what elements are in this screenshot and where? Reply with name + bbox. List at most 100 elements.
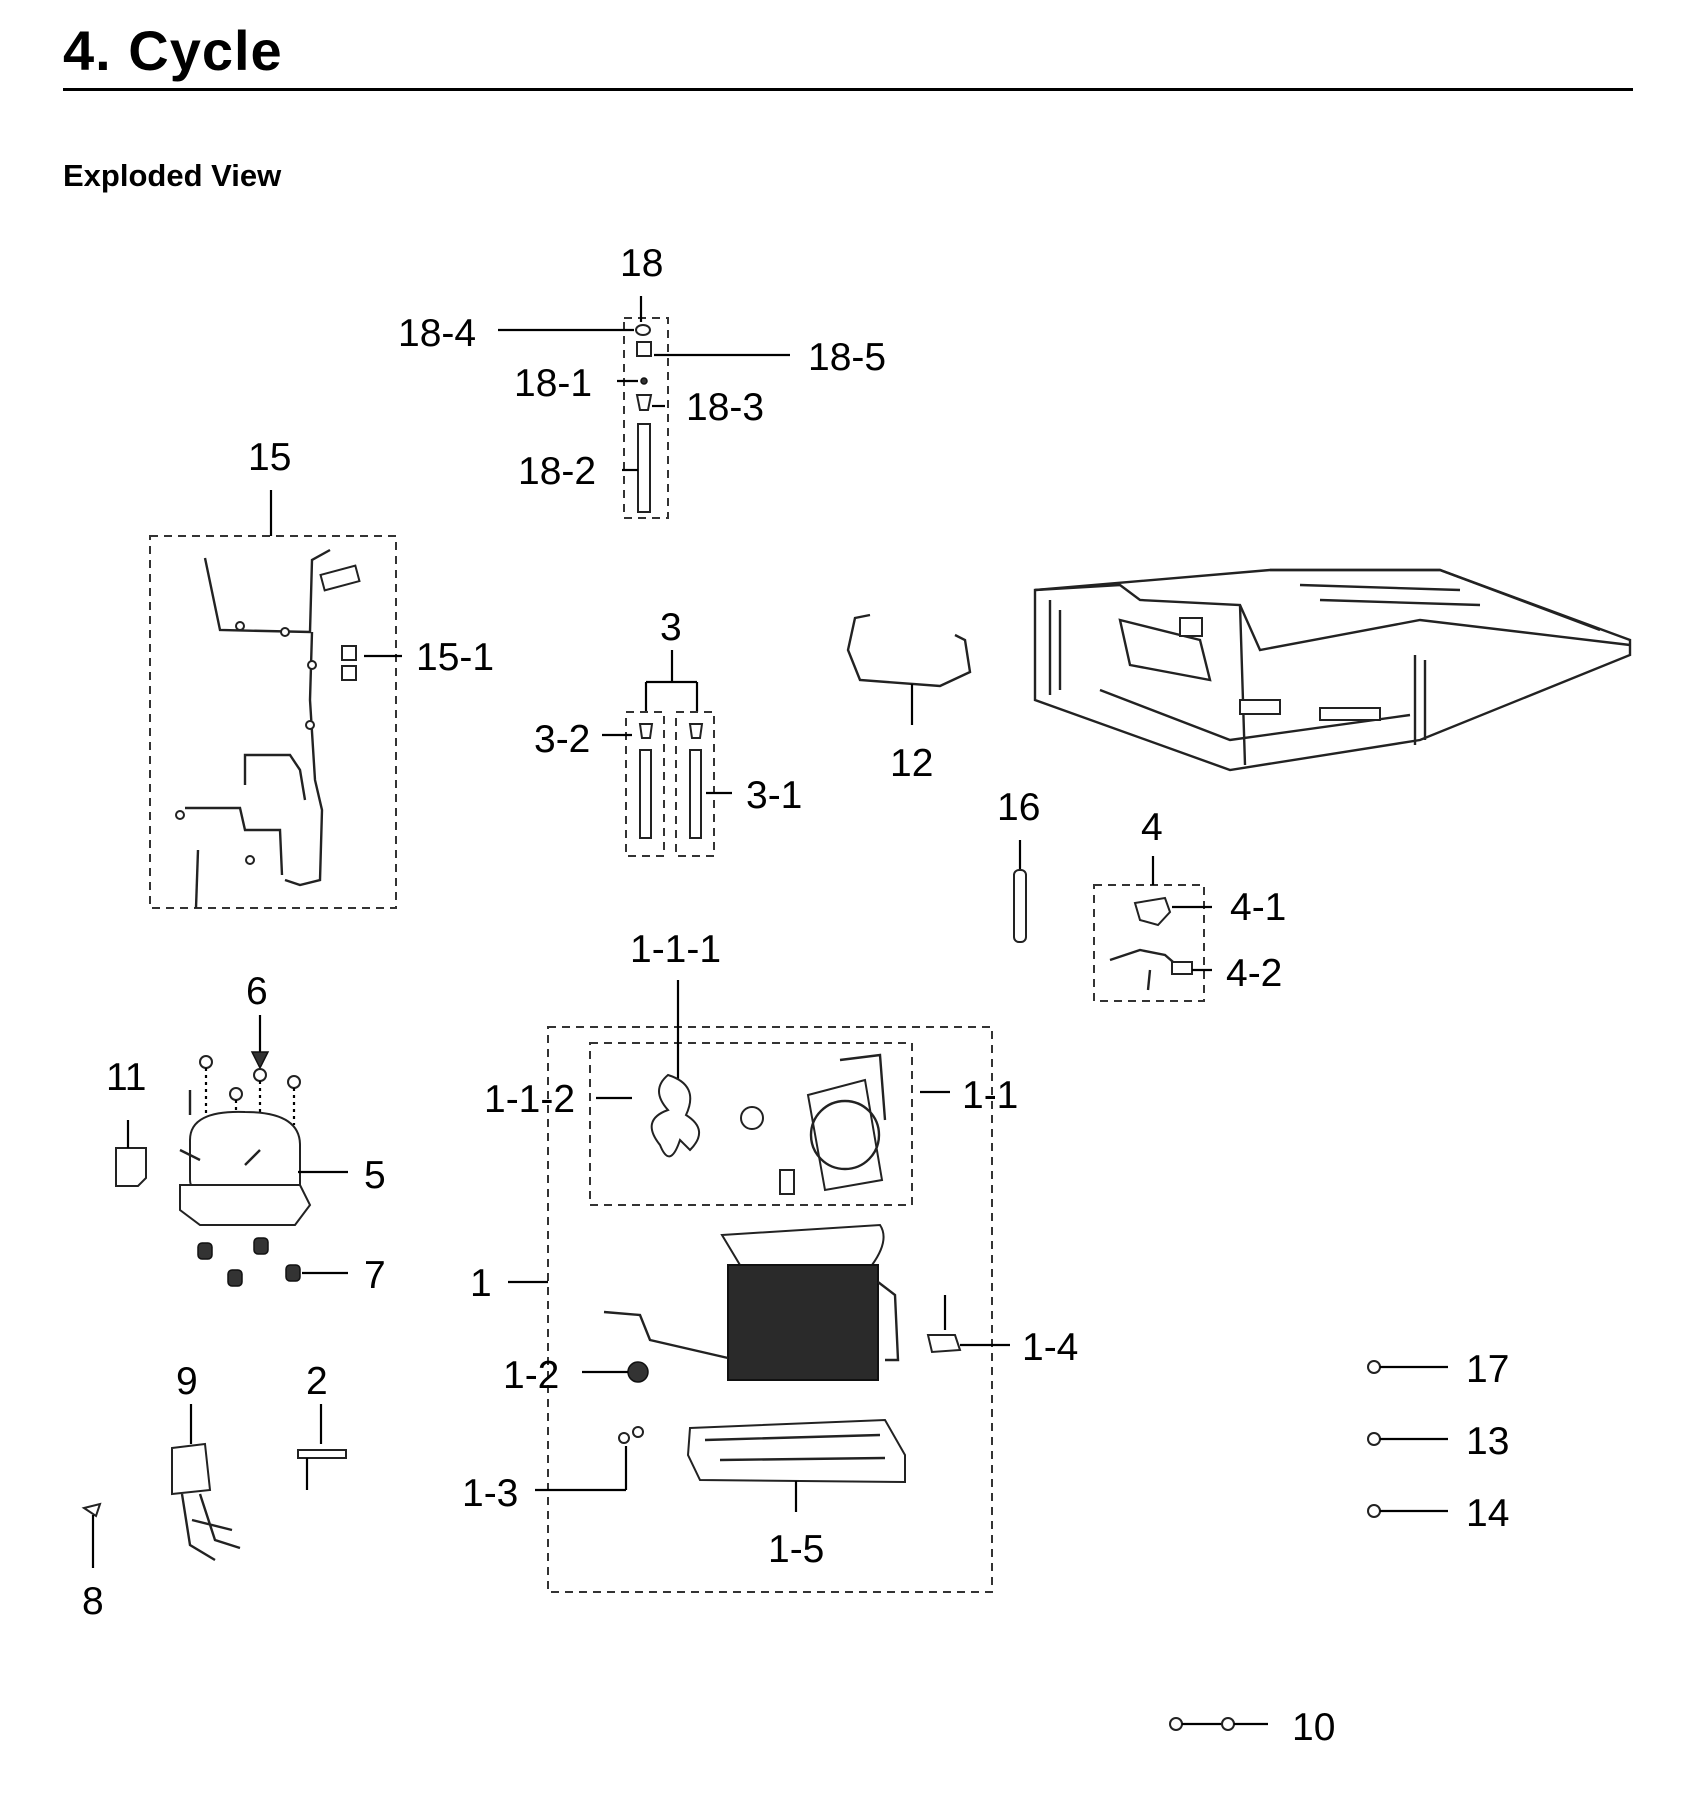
part-14-washer xyxy=(1367,1504,1381,1518)
part-condenser-top xyxy=(720,1223,885,1266)
part-9-valve-body xyxy=(171,1442,212,1496)
group-18-outline xyxy=(623,317,669,519)
part-3-1-fitting xyxy=(688,723,704,739)
callout-18: 18 xyxy=(620,242,663,285)
callout-3-2: 3-2 xyxy=(534,718,590,761)
part-2: 2 xyxy=(297,1360,347,1490)
frame-rails xyxy=(1270,568,1601,632)
callout-15: 15 xyxy=(248,436,291,479)
part-1-3-screw-b xyxy=(632,1426,644,1438)
page-title: 4. Cycle xyxy=(63,19,283,82)
part-10-end-b xyxy=(1221,1717,1235,1731)
part-4-2-connector xyxy=(1171,961,1193,975)
callout-9: 9 xyxy=(176,1360,198,1403)
callout-1-4: 1-4 xyxy=(1022,1326,1078,1369)
part-15-pipe-tail xyxy=(194,849,200,909)
callout-4: 4 xyxy=(1141,806,1163,849)
part-4-2-wire xyxy=(1109,948,1181,991)
part-15-1-clip-b xyxy=(341,665,357,681)
part-condenser-side xyxy=(877,1281,900,1362)
frame-side-posts xyxy=(1048,600,1427,745)
callout-1-1: 1-1 xyxy=(962,1074,1018,1117)
part-3-2-fitting xyxy=(638,723,654,739)
part-15-pipe-lower xyxy=(243,753,307,801)
callout-18-5: 18-5 xyxy=(808,336,886,379)
callout-15-1: 15-1 xyxy=(416,636,494,679)
part-17-washer xyxy=(1367,1360,1381,1374)
callout-3-1: 3-1 xyxy=(746,774,802,817)
callout-6: 6 xyxy=(246,970,268,1013)
callout-4-2: 4-2 xyxy=(1226,952,1282,995)
part-2-pipe-clip xyxy=(297,1449,347,1459)
part-1-5-tray-detail xyxy=(704,1433,886,1462)
part-9: 9 xyxy=(171,1360,241,1562)
part-group-compressor: 6 11 5 7 xyxy=(106,970,386,1297)
callout-1-2: 1-2 xyxy=(503,1354,559,1397)
part-7-grommets xyxy=(197,1237,301,1287)
group-4-outline xyxy=(1093,884,1205,1002)
group-1-1-outline xyxy=(589,1042,913,1206)
section-subtitle: Exploded View xyxy=(63,158,282,193)
part-1-3-screw-a xyxy=(618,1432,630,1444)
callout-14: 14 xyxy=(1466,1492,1509,1535)
part-13: 13 xyxy=(1367,1420,1509,1463)
callout-1-3: 1-3 xyxy=(462,1472,518,1515)
part-3-2-tube xyxy=(639,749,652,839)
part-group-3: 3 3-2 3-1 xyxy=(534,606,802,857)
callout-18-2: 18-2 xyxy=(518,450,596,493)
group-15-outline xyxy=(149,535,397,909)
part-1-1-fan-shroud xyxy=(806,1078,884,1192)
part-15-pipe-upper xyxy=(203,548,331,634)
part-1-5-tray xyxy=(686,1418,906,1484)
title-underline xyxy=(63,88,1633,91)
frame-vent-slots xyxy=(1239,699,1281,715)
part-group-4: 4 4-1 4-2 xyxy=(1093,806,1286,1002)
callout-17: 17 xyxy=(1466,1348,1509,1391)
part-5-compressor-base xyxy=(179,1184,312,1226)
callout-3: 3 xyxy=(660,606,682,649)
part-6-bolt-pointer xyxy=(250,1051,270,1070)
callout-8: 8 xyxy=(82,1580,104,1623)
part-fan-clip xyxy=(779,1169,795,1195)
callout-16: 16 xyxy=(997,786,1040,829)
callout-1-1-2: 1-1-2 xyxy=(484,1078,575,1121)
callout-1-1-1: 1-1-1 xyxy=(630,928,721,971)
part-18-1-small xyxy=(640,377,648,385)
part-8: 8 xyxy=(81,1502,104,1623)
frame-vent-slots-2 xyxy=(1319,707,1381,721)
part-group-15: 15 15-1 xyxy=(149,436,494,909)
callout-18-4: 18-4 xyxy=(398,312,476,355)
part-3-2-outline xyxy=(625,711,665,857)
frame-bracket xyxy=(1179,617,1203,637)
callout-7: 7 xyxy=(364,1254,386,1297)
frame-compartment xyxy=(1118,618,1212,682)
part-15-pipe-bottom xyxy=(185,806,284,876)
part-18-2-tube xyxy=(637,423,651,513)
part-3-1-outline xyxy=(675,711,715,857)
part-15-pipe-vertical xyxy=(284,631,324,887)
part-12-pipe xyxy=(846,613,972,688)
part-17: 17 xyxy=(1367,1348,1509,1391)
callout-1: 1 xyxy=(470,1262,492,1305)
base-frame xyxy=(1033,568,1632,772)
part-11-relay xyxy=(115,1147,147,1187)
callout-13: 13 xyxy=(1466,1420,1509,1463)
part-16-tube xyxy=(1013,869,1027,943)
part-14: 14 xyxy=(1367,1492,1509,1535)
part-18-5-cap xyxy=(636,341,652,357)
callout-2: 2 xyxy=(306,1360,328,1403)
callout-4-1: 4-1 xyxy=(1230,886,1286,929)
part-16: 16 xyxy=(997,786,1040,943)
part-3-1-tube xyxy=(689,749,702,839)
part-fan-bracket xyxy=(839,1053,887,1121)
part-15-1-clip-a xyxy=(341,645,357,661)
callout-12: 12 xyxy=(890,742,933,785)
callout-11: 11 xyxy=(106,1056,147,1099)
callout-10: 10 xyxy=(1292,1706,1335,1749)
part-5-compressor-pipes xyxy=(179,1090,261,1166)
part-9-valve-pipes xyxy=(180,1493,241,1562)
part-1-2-grommet xyxy=(627,1361,649,1383)
part-8-screw xyxy=(81,1502,102,1518)
callout-5: 5 xyxy=(364,1154,386,1197)
